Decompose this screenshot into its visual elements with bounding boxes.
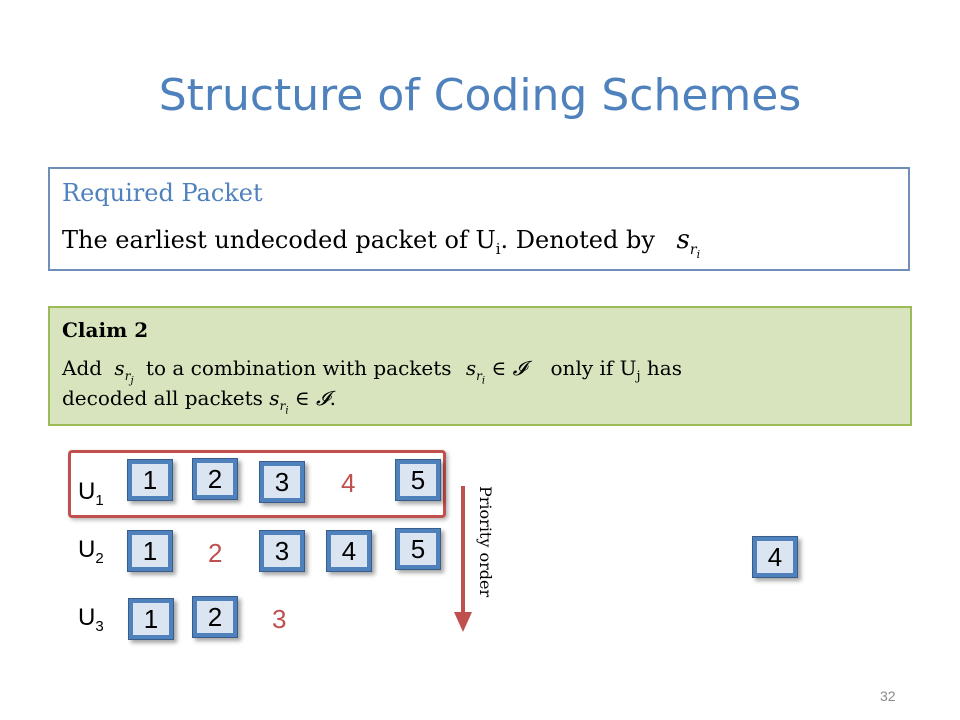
- claim-add: Add: [62, 356, 103, 380]
- claim-end: .: [329, 386, 336, 410]
- packet-box: 1: [127, 459, 173, 501]
- user-letter: U: [78, 536, 96, 563]
- packet-box: 2: [192, 596, 238, 638]
- required-packet-heading: Required Packet: [62, 179, 263, 207]
- packet-box: 5: [395, 459, 441, 501]
- symbol-s: s: [269, 386, 280, 410]
- symbol-sub-i: i: [285, 405, 289, 417]
- slide-title: Structure of Coding Schemes: [158, 70, 802, 121]
- packet-number: 4: [331, 535, 367, 567]
- packet-box: 4: [326, 530, 372, 572]
- claim-mid-text: to a combination with packets: [145, 356, 452, 380]
- claim-has: has: [646, 356, 682, 380]
- symbol-sub-i: i: [481, 375, 486, 387]
- symbol-sub-r: r: [689, 242, 697, 259]
- u1-row-highlight: [68, 450, 446, 518]
- packet-box: 2: [192, 458, 238, 500]
- claim-heading: Claim 2: [62, 318, 149, 342]
- packet-number: 4: [757, 541, 793, 573]
- packet-number: 1: [132, 464, 168, 496]
- user-label-u2: U2: [78, 536, 104, 567]
- symbol-s: s: [114, 356, 125, 380]
- symbol-sub-j: j: [130, 375, 134, 387]
- missing-packet: 3: [272, 604, 287, 634]
- required-packet-text: The earliest undecoded packet of Ui. Den…: [62, 225, 700, 261]
- packet-number: 3: [264, 535, 300, 567]
- symbol-s-ri: sri: [465, 356, 485, 386]
- user-subscript: 1: [95, 491, 104, 509]
- claim-only-if: only if U: [550, 356, 637, 380]
- coded-packet-box: 4: [752, 536, 798, 578]
- symbol-sub-r: r: [279, 399, 286, 413]
- user-letter: U: [78, 478, 96, 505]
- packet-box: 3: [259, 530, 305, 572]
- claim-line-1: Add srj to a combination with packets sr…: [62, 356, 682, 386]
- in-set-symbol: ∈ 𝓘: [294, 386, 330, 410]
- missing-packet: 2: [208, 538, 223, 568]
- symbol-sub-r: r: [476, 369, 482, 383]
- symbol-sub-i: i: [696, 247, 701, 261]
- priority-order-label: Priority order: [476, 486, 495, 598]
- user-label-u3: U3: [78, 604, 104, 635]
- symbol-s-ri: sri: [676, 225, 701, 261]
- required-packet-text-after: . Denoted by: [500, 226, 655, 254]
- packet-number: 2: [197, 463, 233, 495]
- user-subscript: 2: [95, 549, 104, 567]
- claim-line2-text: decoded all packets: [62, 386, 263, 410]
- user-label-u1: U1: [78, 478, 104, 509]
- packet-number: 1: [133, 603, 169, 635]
- claim-line-2: decoded all packets sri ∈ 𝓘.: [62, 386, 336, 416]
- symbol-sub-r: r: [124, 369, 131, 383]
- packet-number: 2: [197, 601, 233, 633]
- required-packet-text-before: The earliest undecoded packet of U: [62, 226, 496, 254]
- packet-box: 1: [127, 530, 173, 572]
- packet-number: 3: [264, 466, 300, 498]
- packet-box: 1: [128, 598, 174, 640]
- claim-box: Claim 2 Add srj to a combination with pa…: [48, 306, 912, 426]
- packet-box: 3: [259, 461, 305, 503]
- required-packet-box: Required Packet The earliest undecoded p…: [48, 167, 910, 271]
- symbol-s: s: [465, 356, 477, 380]
- uj-subscript: j: [636, 369, 641, 384]
- packet-number: 1: [132, 535, 168, 567]
- priority-arrow-icon: [454, 486, 472, 632]
- missing-packet: 4: [341, 468, 356, 498]
- packet-number: 5: [400, 464, 436, 496]
- user-letter: U: [78, 604, 96, 631]
- page-number: 32: [880, 688, 896, 704]
- user-i-subscript: i: [495, 239, 501, 258]
- symbol-s: s: [676, 225, 690, 255]
- packet-number: 5: [400, 533, 436, 565]
- symbol-s-rj: srj: [114, 356, 133, 386]
- symbol-s-ri: sri: [269, 386, 288, 416]
- in-set-symbol: ∈ 𝓘: [491, 356, 527, 380]
- user-subscript: 3: [95, 617, 104, 635]
- packet-box: 5: [395, 528, 441, 570]
